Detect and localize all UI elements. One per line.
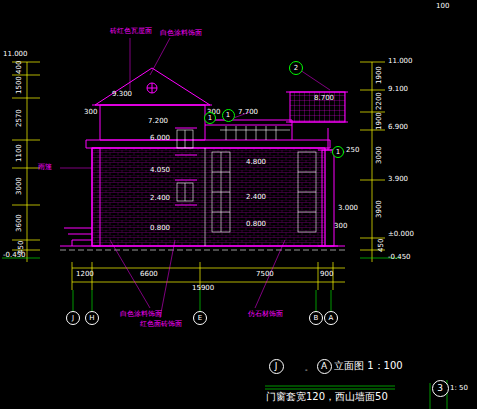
dimension-text: 1100 [15,144,23,162]
bubble-text: J [275,361,278,371]
dimension-text: 450 [17,241,25,254]
callout-bubble: 2 [289,61,303,75]
dimension-text: 2570 [15,109,23,127]
bubble-text: 2 [294,64,298,72]
bubble-text: A [329,314,334,322]
dimension-text: 15900 [192,284,214,292]
bubble-text: E [198,314,202,322]
dimension-text: 11.000 [388,57,413,65]
dimension-text: 1900 [375,112,383,130]
dimension-text: 3900 [375,200,383,218]
drawing-caption: 门窗套宽120，西山墙面50 [266,391,388,403]
bubble-text: 1 [336,148,340,156]
dimension-text: ±0.000 [388,230,414,238]
dimension-text: 7500 [256,270,274,278]
callout-bubble: A [317,359,332,374]
bubble-text: 1 [208,114,212,122]
dimension-text: 6600 [140,270,158,278]
dimension-text: 3.900 [388,175,408,183]
dimension-text: 300 [334,222,347,230]
dimension-text: 4.800 [246,158,266,166]
note-text: 砖红色瓦屋面 [110,27,152,35]
axis-bubble: A [324,311,338,325]
note-text: 白色涂料饰面 [160,29,202,37]
callout-bubble: 1 [222,109,235,122]
bubble-text: 1 [226,111,230,119]
dimension-text: 400 [15,61,23,74]
dimension-text: 2.400 [246,193,266,201]
axis-bubble: H [85,311,99,325]
dimension-text: 7.200 [148,117,168,125]
dimension-text: - [305,366,308,374]
dimension-text: 8.700 [314,94,334,102]
dimension-text: 450 [377,239,385,252]
callout-bubble: 1 [332,146,344,158]
dimension-text: 1: 50 [450,384,468,392]
dimension-text: 2200 [375,92,383,110]
drawing-title: 立面图 1：100 [334,360,403,372]
bubble-text: 3 [437,383,443,393]
callout-bubble: 1 [204,112,216,124]
bubble-text: B [314,314,319,322]
dimension-text: 6.900 [388,123,408,131]
bubble-text: J [72,314,74,322]
dimension-text: 1200 [76,270,94,278]
note-text: 红色面砖饰面 [140,320,182,328]
dimension-text: 11.000 [3,50,28,58]
dimension-text: 3600 [15,214,23,232]
dimension-text: 300 [84,108,97,116]
axis-bubble: E [193,311,207,325]
dimension-text: 1500 [15,76,23,94]
axis-bubble: J [66,311,80,325]
dimension-text: 9.300 [112,90,132,98]
axis-bubble: B [309,311,323,325]
dimension-text: 100 [436,2,449,10]
dimension-text: 0.800 [150,224,170,232]
dimension-text: 3000 [15,177,23,195]
bubble-text: A [321,361,327,371]
dimension-text: 6.000 [150,134,170,142]
dimension-text: 7.700 [238,108,258,116]
dimension-text: 900 [320,270,333,278]
note-text: 雨篷 [38,163,52,171]
dimension-text: 1900 [375,66,383,84]
dimension-text: 0.800 [246,220,266,228]
callout-bubble: J [269,359,284,374]
dimension-text: 9.100 [388,85,408,93]
note-text: 仿石材饰面 [248,310,283,318]
dimension-text: 250 [346,146,359,154]
bubble-text: H [89,314,94,322]
note-text: 白色涂料饰面 [120,310,162,318]
dimension-text: 3000 [375,146,383,164]
dimension-text: 4.050 [150,166,170,174]
callout-bubble: 3 [432,380,449,397]
dimension-text: 2.400 [150,194,170,202]
dimension-text: -0.450 [388,253,411,261]
dimension-text: 3.000 [338,204,358,212]
